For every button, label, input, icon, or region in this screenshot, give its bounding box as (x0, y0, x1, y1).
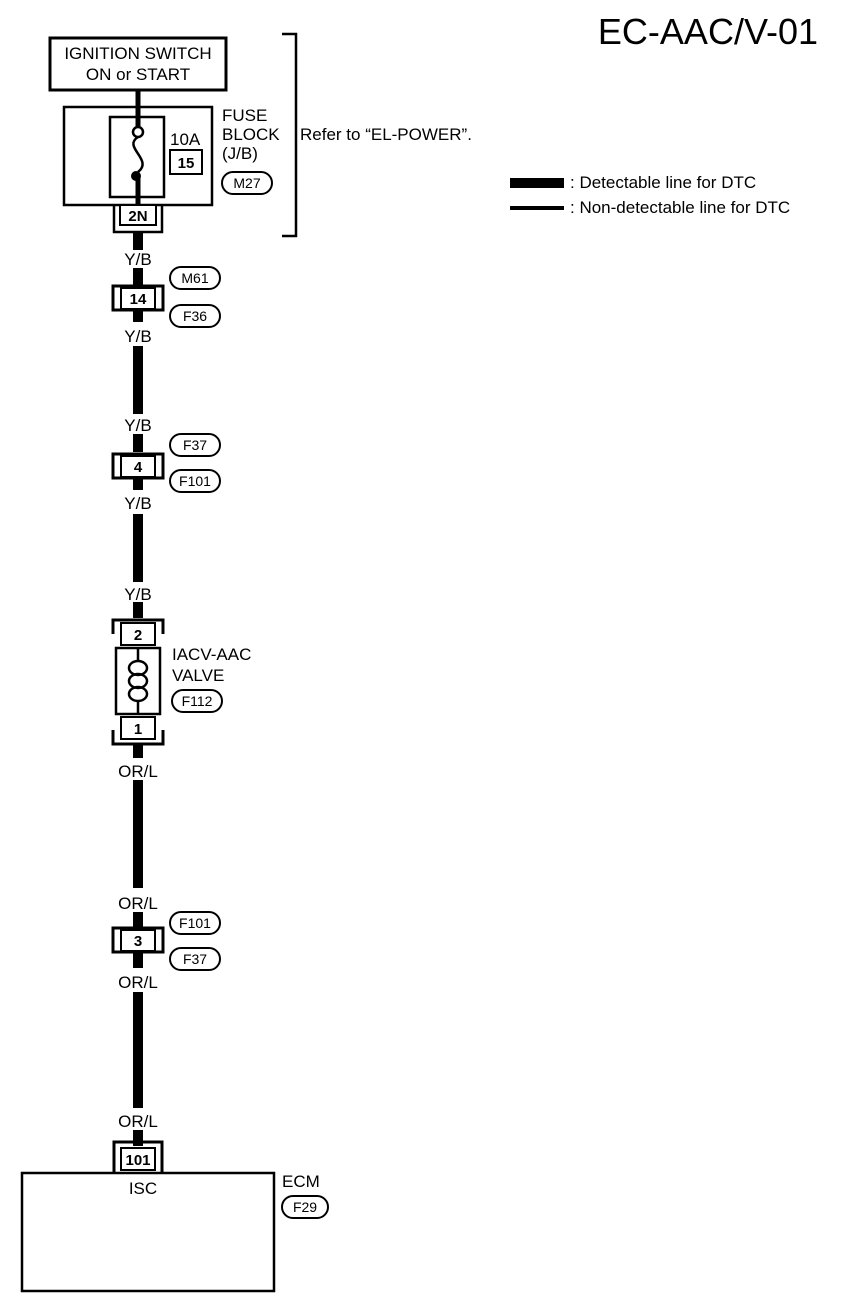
valve-label-1: IACV-AAC (172, 645, 251, 664)
fuse-block-terminal: 2N (128, 208, 147, 225)
legend-thick-text: : Detectable line for DTC (570, 173, 756, 192)
power-reference: Refer to “EL-POWER”. (282, 32, 472, 238)
ecm-label: ECM (282, 1172, 320, 1191)
valve-pin-bottom: 1 (134, 721, 142, 738)
legend-thick-swatch (510, 178, 564, 188)
wire-color-label: Y/B (124, 416, 151, 435)
valve-label-2: VALVE (172, 666, 224, 685)
power-reference-text: Refer to “EL-POWER”. (300, 125, 472, 144)
ignition-switch-line1: IGNITION SWITCH (64, 44, 211, 63)
legend-thin-swatch (510, 206, 564, 210)
fuse-block-label-2: BLOCK (222, 125, 280, 144)
connector-4: 4 F37 F101 (111, 433, 221, 493)
wire-yb (133, 232, 143, 618)
wire-color-label: Y/B (124, 585, 151, 604)
fuse-block-label-1: FUSE (222, 106, 267, 125)
connector-code: F101 (179, 473, 211, 489)
connector-3: 3 F101 F37 (111, 911, 221, 971)
iacv-aac-valve: 2 1 IACV-AAC VALVE F112 (111, 618, 251, 746)
wire-color-label: Y/B (124, 494, 151, 513)
ecm: 101 ISC ECM F29 (20, 1140, 329, 1293)
wire-color-label: OR/L (118, 894, 158, 913)
fuse-block-connector: M27 (233, 175, 260, 191)
ignition-switch-line2: ON or START (86, 65, 190, 84)
valve-pin-top: 2 (134, 627, 142, 644)
connector-pin: 3 (134, 933, 142, 950)
fuse-number: 15 (178, 155, 195, 172)
wire-color-label: Y/B (124, 327, 151, 346)
connector-code: F101 (179, 915, 211, 931)
connector-14: 14 M61 F36 (111, 266, 221, 328)
connector-code: F36 (183, 308, 207, 324)
connector-code: F37 (183, 437, 207, 453)
coil-icon (127, 648, 149, 714)
wire-orl (133, 744, 143, 1146)
connector-code: F37 (183, 951, 207, 967)
connector-pin: 14 (130, 291, 147, 308)
wire-color-label: Y/B (124, 250, 151, 269)
ecm-terminal-name: ISC (129, 1179, 157, 1198)
valve-connector: F112 (182, 693, 213, 709)
connector-pin: 4 (134, 459, 143, 476)
diagram-id: EC-AAC/V-01 (598, 11, 818, 52)
fuse-icon (132, 135, 144, 173)
ecm-terminal: 101 (125, 1152, 150, 1169)
fuse-rating: 10A (170, 130, 201, 149)
fuse-block-label-3: (J/B) (222, 144, 258, 163)
connector-code: M61 (181, 270, 208, 286)
wire-color-label: OR/L (118, 1112, 158, 1131)
wire-color-label: OR/L (118, 973, 158, 992)
ignition-switch: IGNITION SWITCH ON or START (48, 36, 228, 92)
fuse-block: 10A 15 FUSE BLOCK (J/B) M27 2N (62, 90, 280, 234)
wire-color-label: OR/L (118, 762, 158, 781)
ecm-connector: F29 (293, 1199, 317, 1215)
legend: : Detectable line for DTC : Non-detectab… (510, 173, 790, 217)
legend-thin-text: : Non-detectable line for DTC (570, 198, 790, 217)
